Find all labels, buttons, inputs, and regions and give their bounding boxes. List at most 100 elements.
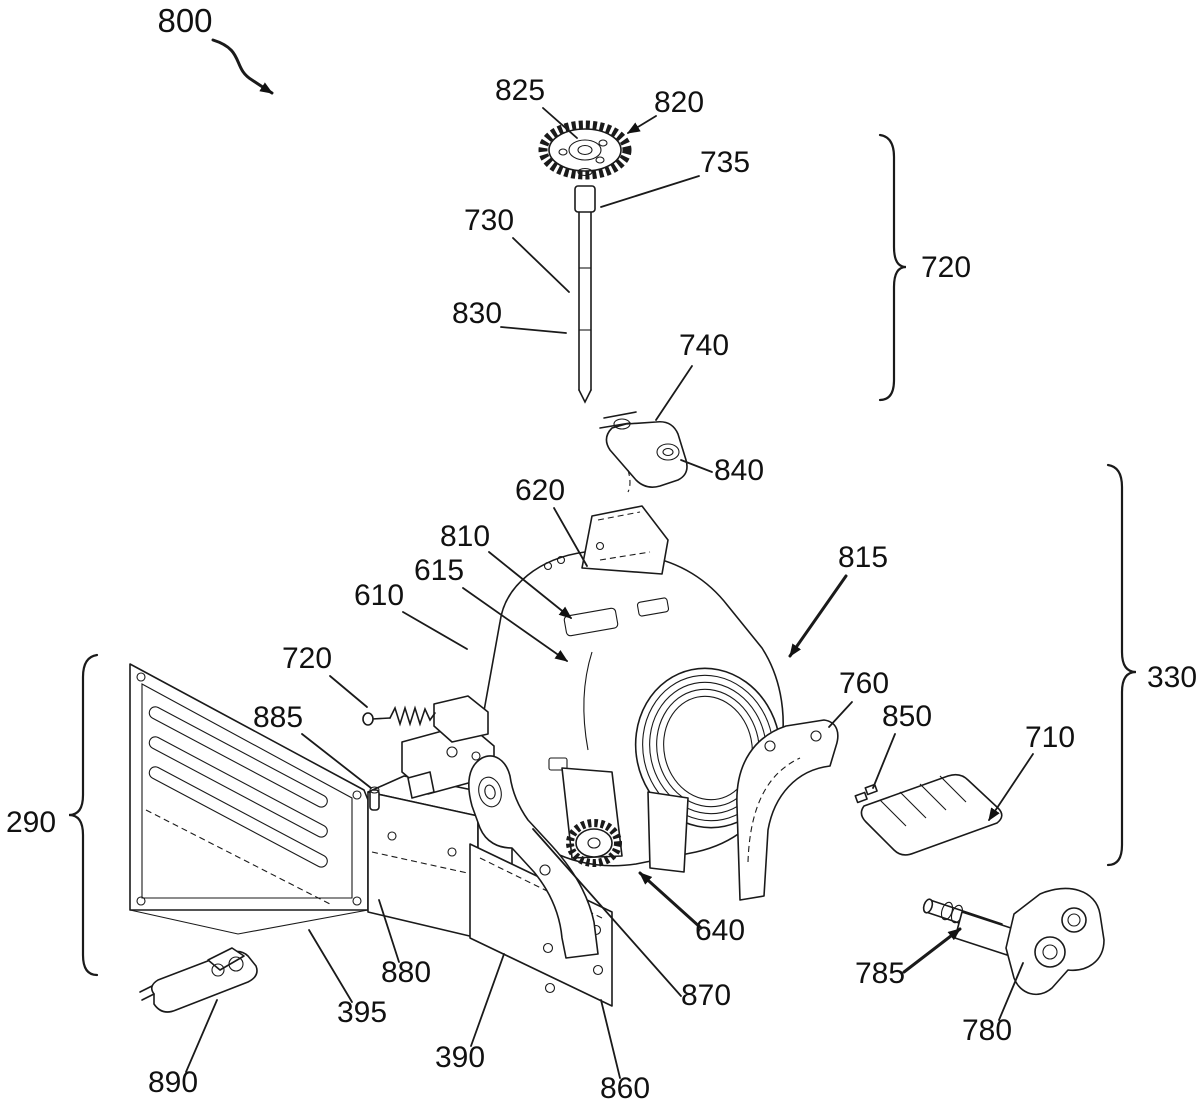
shaft-tip bbox=[578, 389, 592, 404]
ref-label-615: 615 bbox=[414, 554, 464, 587]
gear-hub-ring bbox=[568, 139, 602, 161]
spring-screw bbox=[446, 746, 458, 758]
arm-part bbox=[468, 755, 599, 959]
bevel-gear-rim bbox=[575, 828, 613, 858]
mount-hidden-lines bbox=[597, 511, 651, 561]
arm-hole bbox=[478, 776, 502, 808]
spring-rod-end bbox=[362, 712, 374, 726]
bracket-hole bbox=[764, 740, 776, 752]
lever-ring bbox=[228, 956, 244, 972]
ref-label-720-left: 720 bbox=[282, 642, 332, 675]
spring-block-upper bbox=[433, 695, 489, 743]
brace-720-group bbox=[878, 133, 907, 402]
bevel-gear-bore bbox=[587, 837, 601, 849]
clamp-pin bbox=[603, 411, 637, 419]
gear-part bbox=[538, 120, 632, 180]
pivot-bore bbox=[1067, 913, 1081, 927]
plate-screw bbox=[544, 982, 556, 994]
pivot-boss bbox=[1034, 936, 1066, 968]
plate-screw bbox=[542, 942, 554, 954]
clamp-body bbox=[605, 420, 688, 488]
housing-foot bbox=[647, 791, 689, 873]
cartridge-connector bbox=[864, 783, 878, 796]
ref-label-785: 785 bbox=[855, 957, 905, 990]
ref-label-815: 815 bbox=[838, 541, 888, 574]
ref-label-840: 840 bbox=[714, 454, 764, 487]
ref-label-610: 610 bbox=[354, 579, 404, 612]
leader-710 bbox=[988, 753, 1034, 822]
frame-foot bbox=[129, 909, 369, 935]
housing-panel bbox=[563, 607, 619, 637]
ref-label-720-upper: 720 bbox=[921, 251, 971, 284]
ref-label-870: 870 bbox=[681, 979, 731, 1012]
frame-hole bbox=[352, 896, 362, 906]
lever-tip bbox=[139, 985, 153, 993]
leader-615 bbox=[462, 587, 569, 662]
leader-830 bbox=[500, 326, 567, 334]
rail-screw bbox=[387, 831, 397, 841]
leader-740 bbox=[655, 365, 693, 421]
frame-hole bbox=[352, 790, 362, 800]
ref-label-760: 760 bbox=[839, 667, 889, 700]
leader-820 bbox=[626, 115, 657, 134]
bevel-gear-part bbox=[566, 819, 622, 867]
piston-rod-edge bbox=[929, 899, 1003, 925]
ref-label-640: 640 bbox=[695, 914, 745, 947]
bracket-hole bbox=[810, 730, 822, 742]
opening-thread bbox=[649, 681, 767, 815]
frame-part bbox=[129, 663, 369, 935]
arm-body bbox=[468, 755, 599, 959]
curved-bracket-part bbox=[736, 719, 839, 901]
leader-850 bbox=[872, 733, 896, 789]
leader-640 bbox=[638, 871, 703, 930]
leader-890 bbox=[185, 999, 218, 1073]
leader-860 bbox=[600, 999, 621, 1079]
spring-rod bbox=[371, 717, 391, 720]
ref-label-800: 800 bbox=[157, 2, 212, 39]
shaft-collar bbox=[574, 185, 596, 213]
ref-label-290: 290 bbox=[6, 806, 56, 839]
clamp-boss bbox=[613, 418, 631, 430]
ref-label-860: 860 bbox=[600, 1072, 650, 1100]
housing-panel-small bbox=[636, 597, 670, 617]
arm-pivot bbox=[539, 864, 551, 876]
clamp-hidden-line bbox=[627, 469, 631, 493]
ref-label-850: 850 bbox=[882, 700, 932, 733]
shaft-top bbox=[577, 167, 593, 177]
bevel-gear-teeth bbox=[566, 819, 622, 867]
leader-815 bbox=[788, 574, 848, 658]
clamp-part bbox=[599, 411, 688, 493]
cartridge-body bbox=[860, 773, 1003, 856]
piston-rod-end bbox=[922, 898, 934, 914]
cartridge-connector bbox=[854, 791, 868, 804]
clamp-pin bbox=[599, 422, 631, 429]
leader-880 bbox=[378, 899, 400, 963]
frame-inner bbox=[141, 683, 353, 899]
mount-hole bbox=[595, 541, 605, 551]
frame-slot bbox=[148, 766, 328, 868]
curved-bracket-body bbox=[736, 719, 839, 901]
arm-hole-bore bbox=[484, 784, 496, 800]
ref-label-730: 730 bbox=[464, 204, 514, 237]
pin-head bbox=[369, 786, 380, 794]
spring-foot bbox=[407, 771, 435, 799]
leader-825 bbox=[542, 107, 578, 139]
frame-hidden-line bbox=[145, 809, 331, 905]
ref-label-735: 735 bbox=[700, 146, 750, 179]
frame-hole bbox=[136, 896, 146, 906]
leader-620 bbox=[553, 507, 588, 567]
clamp-ring-bore bbox=[662, 447, 674, 457]
leader-760 bbox=[828, 701, 853, 728]
cartridge-part bbox=[854, 773, 1003, 856]
lever-body bbox=[150, 950, 258, 1013]
pivot-bore bbox=[1042, 944, 1058, 960]
pivot-boss bbox=[1061, 907, 1087, 933]
pin-part bbox=[369, 786, 380, 811]
ref-label-330: 330 bbox=[1147, 661, 1197, 694]
leader-800 bbox=[211, 38, 274, 95]
brace-290-group bbox=[68, 653, 99, 977]
leader-735 bbox=[600, 175, 700, 208]
housing-top-mount bbox=[581, 505, 669, 575]
